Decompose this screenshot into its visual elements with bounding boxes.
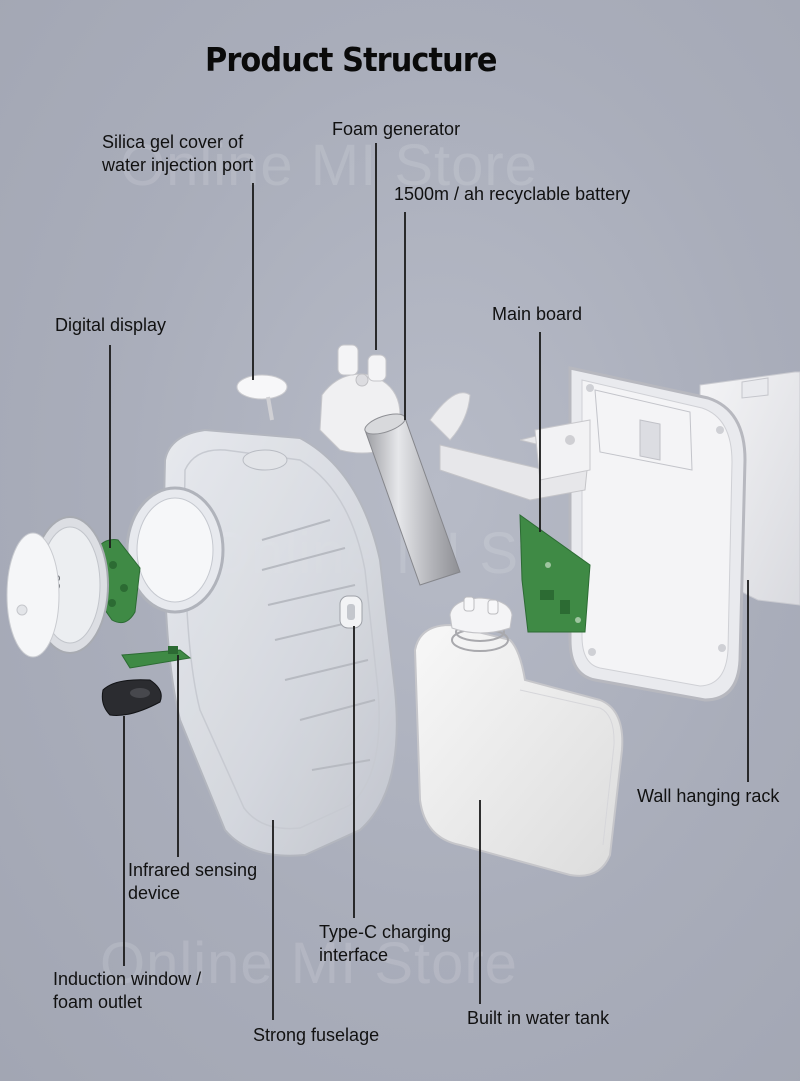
label-wall-hanging-rack: Wall hanging rack — [637, 786, 780, 806]
label-infrared-sensing-device: Infrared sensing device — [128, 859, 257, 905]
page-title: Product Structure — [205, 40, 497, 79]
silica-gel-cover-illustration — [236, 374, 288, 421]
back-frame-illustration — [568, 366, 747, 702]
label-silica-gel-cover-line1: Silica gel cover of — [102, 132, 244, 152]
label-type-c-line1: Type-C charging — [319, 922, 452, 942]
infrared-sensor-board-illustration — [121, 646, 192, 669]
leader-lines — [109, 143, 749, 1020]
induction-window-illustration — [101, 679, 162, 716]
main-board-illustration — [519, 514, 591, 633]
watermark-bottom: Online MI Store — [100, 931, 518, 996]
label-induction-window-line2: foam outlet — [53, 992, 143, 1012]
label-silica-gel-cover-line2: water injection port — [102, 155, 254, 175]
label-battery: 1500m / ah recyclable battery — [394, 184, 631, 204]
label-induction-window: Induction window / foam outlet — [53, 968, 201, 1014]
digital-display-board-illustration — [97, 539, 141, 624]
battery-illustration — [364, 413, 461, 586]
label-main-board: Main board — [492, 304, 583, 324]
fuselage-illustration — [125, 428, 398, 857]
label-infrared-line1: Infrared sensing — [128, 860, 258, 880]
front-cover-disc-illustration — [6, 532, 60, 658]
watermark-top: Online MI Store — [120, 133, 538, 198]
label-type-c-line2: interface — [319, 945, 389, 965]
label-water-tank: Built in water tank — [467, 1008, 610, 1028]
water-tank-illustration — [413, 596, 624, 877]
internal-bracket-illustration — [429, 392, 591, 501]
label-foam-generator: Foam generator — [332, 119, 461, 139]
label-strong-fuselage: Strong fuselage — [253, 1025, 380, 1045]
label-digital-display: Digital display — [55, 315, 167, 335]
label-type-c-interface: Type-C charging interface — [319, 921, 451, 967]
label-induction-window-line1: Induction window / — [53, 969, 202, 989]
label-infrared-line2: device — [128, 883, 181, 903]
label-silica-gel-cover: Silica gel cover of water injection port — [102, 131, 253, 177]
